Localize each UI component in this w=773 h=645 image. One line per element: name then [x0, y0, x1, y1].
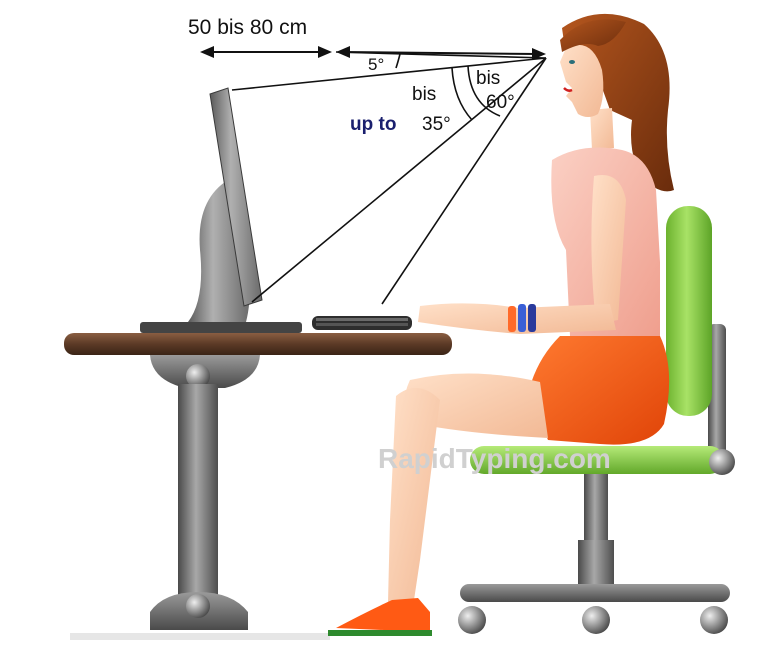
chair-column-bottom	[578, 540, 614, 584]
arc-5	[396, 54, 400, 68]
desk-leg	[178, 384, 218, 596]
desk-top	[64, 333, 452, 355]
floor-shadow	[70, 633, 330, 640]
lower-leg	[388, 388, 440, 602]
monitor	[140, 88, 302, 333]
bracelet-orange	[508, 306, 516, 332]
angle-60-label: 60°	[486, 92, 515, 113]
bracelet-blue	[518, 304, 526, 332]
orange-skirt	[528, 336, 669, 445]
bis-label-left: bis	[412, 84, 436, 105]
bis-label-right: bis	[476, 68, 500, 89]
keyboard	[312, 316, 412, 330]
chair-knob	[709, 449, 735, 475]
chair-column-top	[584, 474, 608, 540]
up-to-label: up to	[350, 114, 396, 135]
desk-bolt-bottom	[186, 594, 210, 618]
chair-wheel-right	[700, 606, 728, 634]
distance-label: 50 bis 80 cm	[188, 16, 307, 39]
chair-wheel-middle	[582, 606, 610, 634]
sight-line-keyboard	[382, 58, 546, 304]
chair-backrest	[666, 206, 712, 416]
forearm	[418, 303, 616, 334]
monitor-base	[140, 322, 302, 333]
lips	[564, 88, 572, 91]
bracelet-navy	[528, 304, 536, 332]
sight-lines	[232, 52, 546, 304]
shoe-sole	[328, 630, 432, 636]
chair-wheel-left	[458, 606, 486, 634]
eye	[569, 60, 575, 64]
chair-base	[460, 584, 730, 602]
angle-5-label: 5°	[368, 55, 384, 74]
sandal	[336, 598, 430, 632]
angle-35-label: 35°	[422, 114, 451, 135]
watermark: RapidTyping.com	[378, 443, 611, 474]
